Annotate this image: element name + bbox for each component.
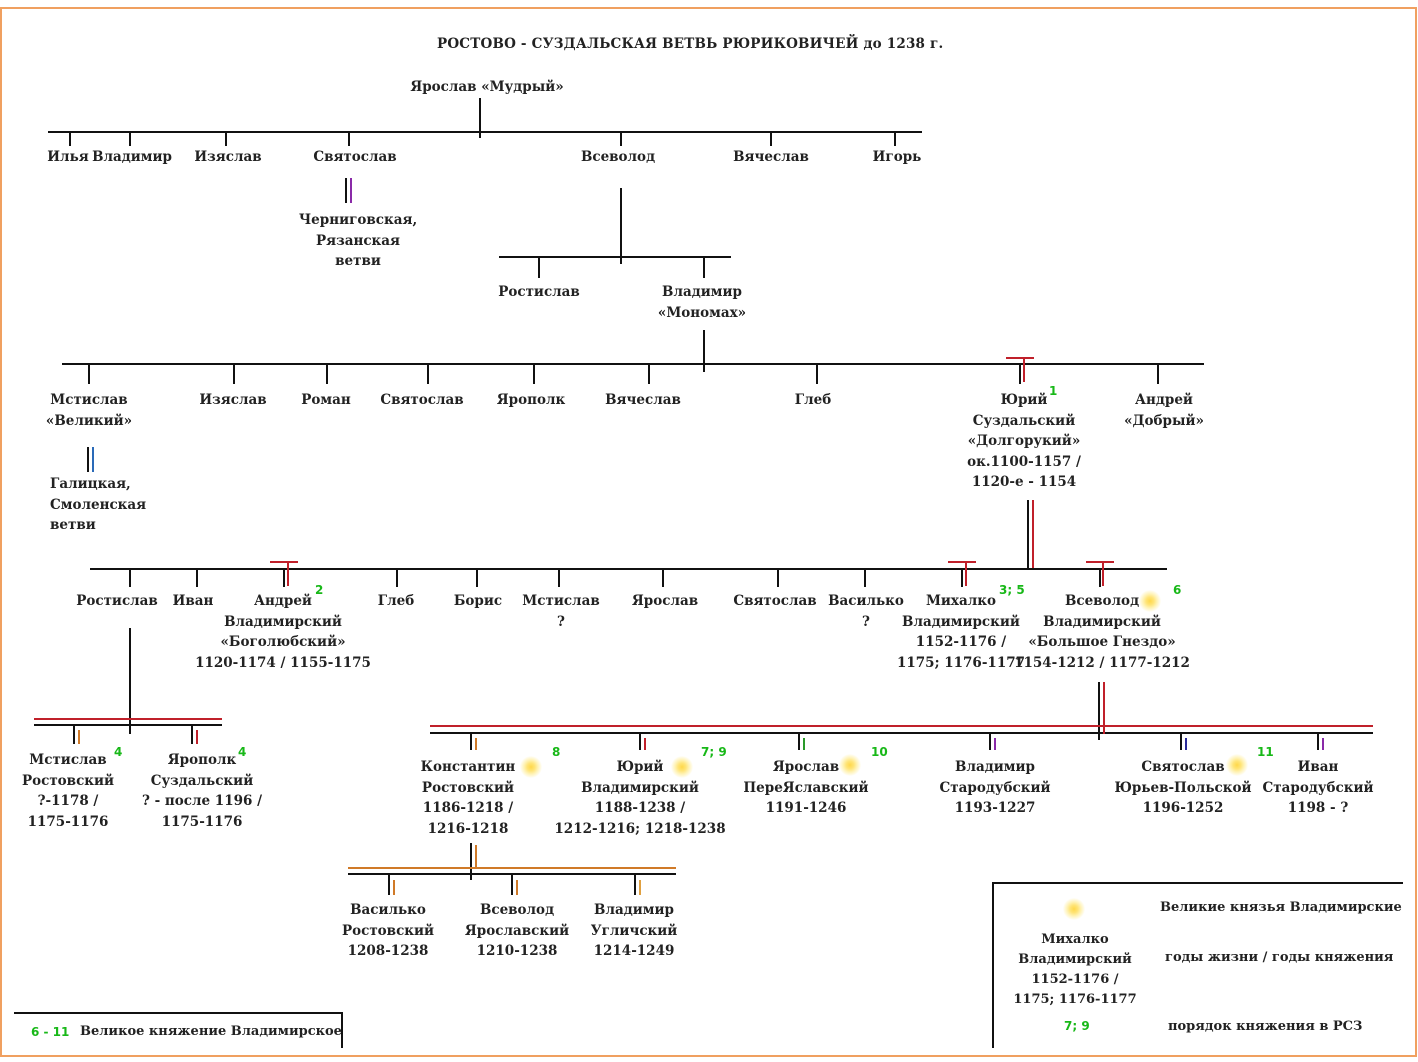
black-lines <box>14 98 1403 1048</box>
grand-prince-star-icon <box>1226 754 1248 776</box>
person-roman: Роман <box>301 392 351 408</box>
person-andrey-dobry: Андрей«Добрый» <box>1124 392 1204 429</box>
grand-prince-star-icon <box>520 756 542 778</box>
legend-order-sample: 7; 9 <box>1064 1019 1090 1033</box>
order-number: 1 <box>1049 384 1058 398</box>
color-lines <box>34 178 1373 895</box>
person-vasilko: Василько? <box>828 593 904 630</box>
legend-years-label: годы жизни / годы княжения <box>1165 950 1394 965</box>
legend-star-icon <box>1063 898 1085 920</box>
order-number: 4 <box>114 745 123 759</box>
person-rostislav: Ростислав <box>498 284 580 300</box>
person-boris: Борис <box>453 593 503 609</box>
person-yaropolk: Ярополк <box>496 392 566 408</box>
order-number: 7; 9 <box>701 745 727 759</box>
person-igor: Игорь <box>872 149 922 165</box>
legend-range: 6 - 11 <box>31 1025 70 1039</box>
order-number: 11 <box>1257 745 1274 759</box>
order-number: 2 <box>315 583 324 597</box>
person-izyaslav-2: Изяслав <box>199 392 267 408</box>
grand-prince-star-icon <box>1139 590 1161 612</box>
person-yaroslav-mudry: Ярослав «Мудрый» <box>410 79 564 95</box>
person-ilya: Илья <box>47 149 89 165</box>
person-mstislav-2: Мстислав? <box>522 593 600 630</box>
person-ivan: Иван <box>172 593 214 609</box>
person-gleb: Глеб <box>794 392 832 408</box>
legend-grand-princes: Великие князья Владимирские <box>1160 900 1402 915</box>
legend-range-label: Великое княжение Владимирское <box>80 1024 342 1039</box>
order-number: 10 <box>871 745 888 759</box>
person-svyatoslav-2: Святослав <box>380 392 464 408</box>
order-number: 4 <box>238 745 247 759</box>
person-gleb-2: Глеб <box>377 593 415 609</box>
person-svyatoslav-3: Святослав <box>733 593 817 609</box>
order-number: 3; 5 <box>999 583 1025 597</box>
person-svyatoslav: Святослав <box>313 149 397 165</box>
legend-order-label: порядок княжения в РСЗ <box>1168 1019 1363 1034</box>
person-monomakh: Владимир«Мономах» <box>657 284 747 321</box>
order-number: 6 <box>1173 583 1182 597</box>
chart-title: РОСТОВО - СУЗДАЛЬСКАЯ ВЕТВЬ РЮРИКОВИЧЕЙ … <box>437 36 944 52</box>
grand-prince-star-icon <box>671 756 693 778</box>
person-vyacheslav: Вячеслав <box>733 149 809 165</box>
person-vyacheslav-2: Вячеслав <box>605 392 681 408</box>
person-vladimir: Владимир <box>92 149 172 165</box>
person-izyaslav: Изяслав <box>194 149 262 165</box>
order-number: 8 <box>552 745 561 759</box>
person-mstislav-veliky: Мстислав«Великий» <box>45 392 133 429</box>
grand-prince-star-icon <box>839 754 861 776</box>
person-rostislav-2: Ростислав <box>76 593 158 609</box>
person-vsevolod: Всеволод <box>580 149 656 165</box>
page-frame <box>0 7 1417 1057</box>
person-yaroslav-2: Ярослав <box>631 593 699 609</box>
